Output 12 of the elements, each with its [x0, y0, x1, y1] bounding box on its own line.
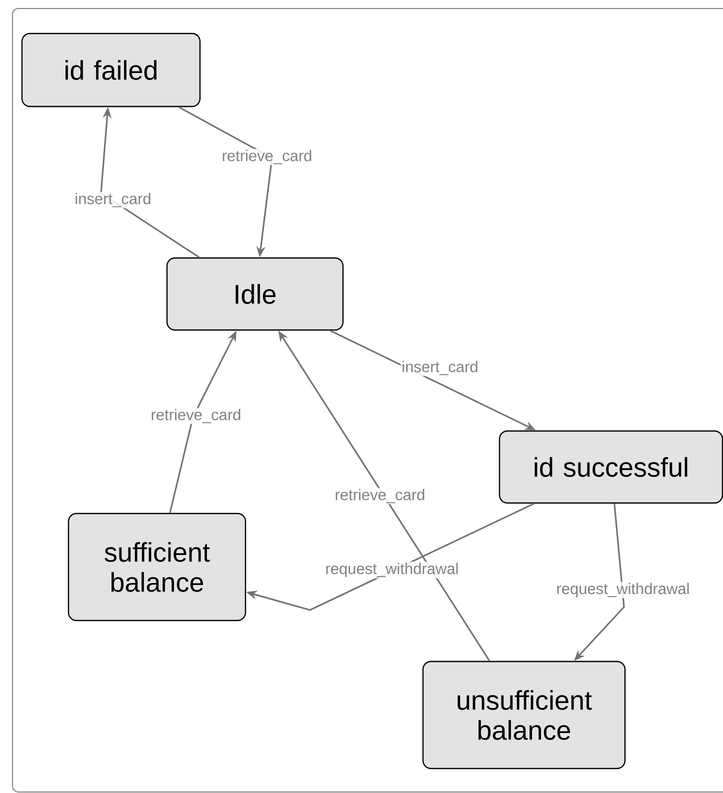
edge-label: insert_card — [74, 192, 152, 208]
state-box: unsufficient balance — [422, 660, 626, 770]
state-box: id successful — [498, 430, 723, 504]
edge-label: retrieve_card — [220, 148, 314, 166]
edge-label: insert_card — [400, 360, 480, 376]
state-box: Idle — [166, 257, 344, 331]
edge-label: request_withdrawal — [555, 582, 691, 598]
edge-label: request_withdrawal — [324, 562, 460, 578]
edge-label: retrieve_card — [150, 408, 242, 424]
state-box: sufficient balance — [68, 512, 246, 622]
edge-label: retrieve_card — [334, 488, 426, 504]
state-box: id failed — [21, 32, 201, 108]
